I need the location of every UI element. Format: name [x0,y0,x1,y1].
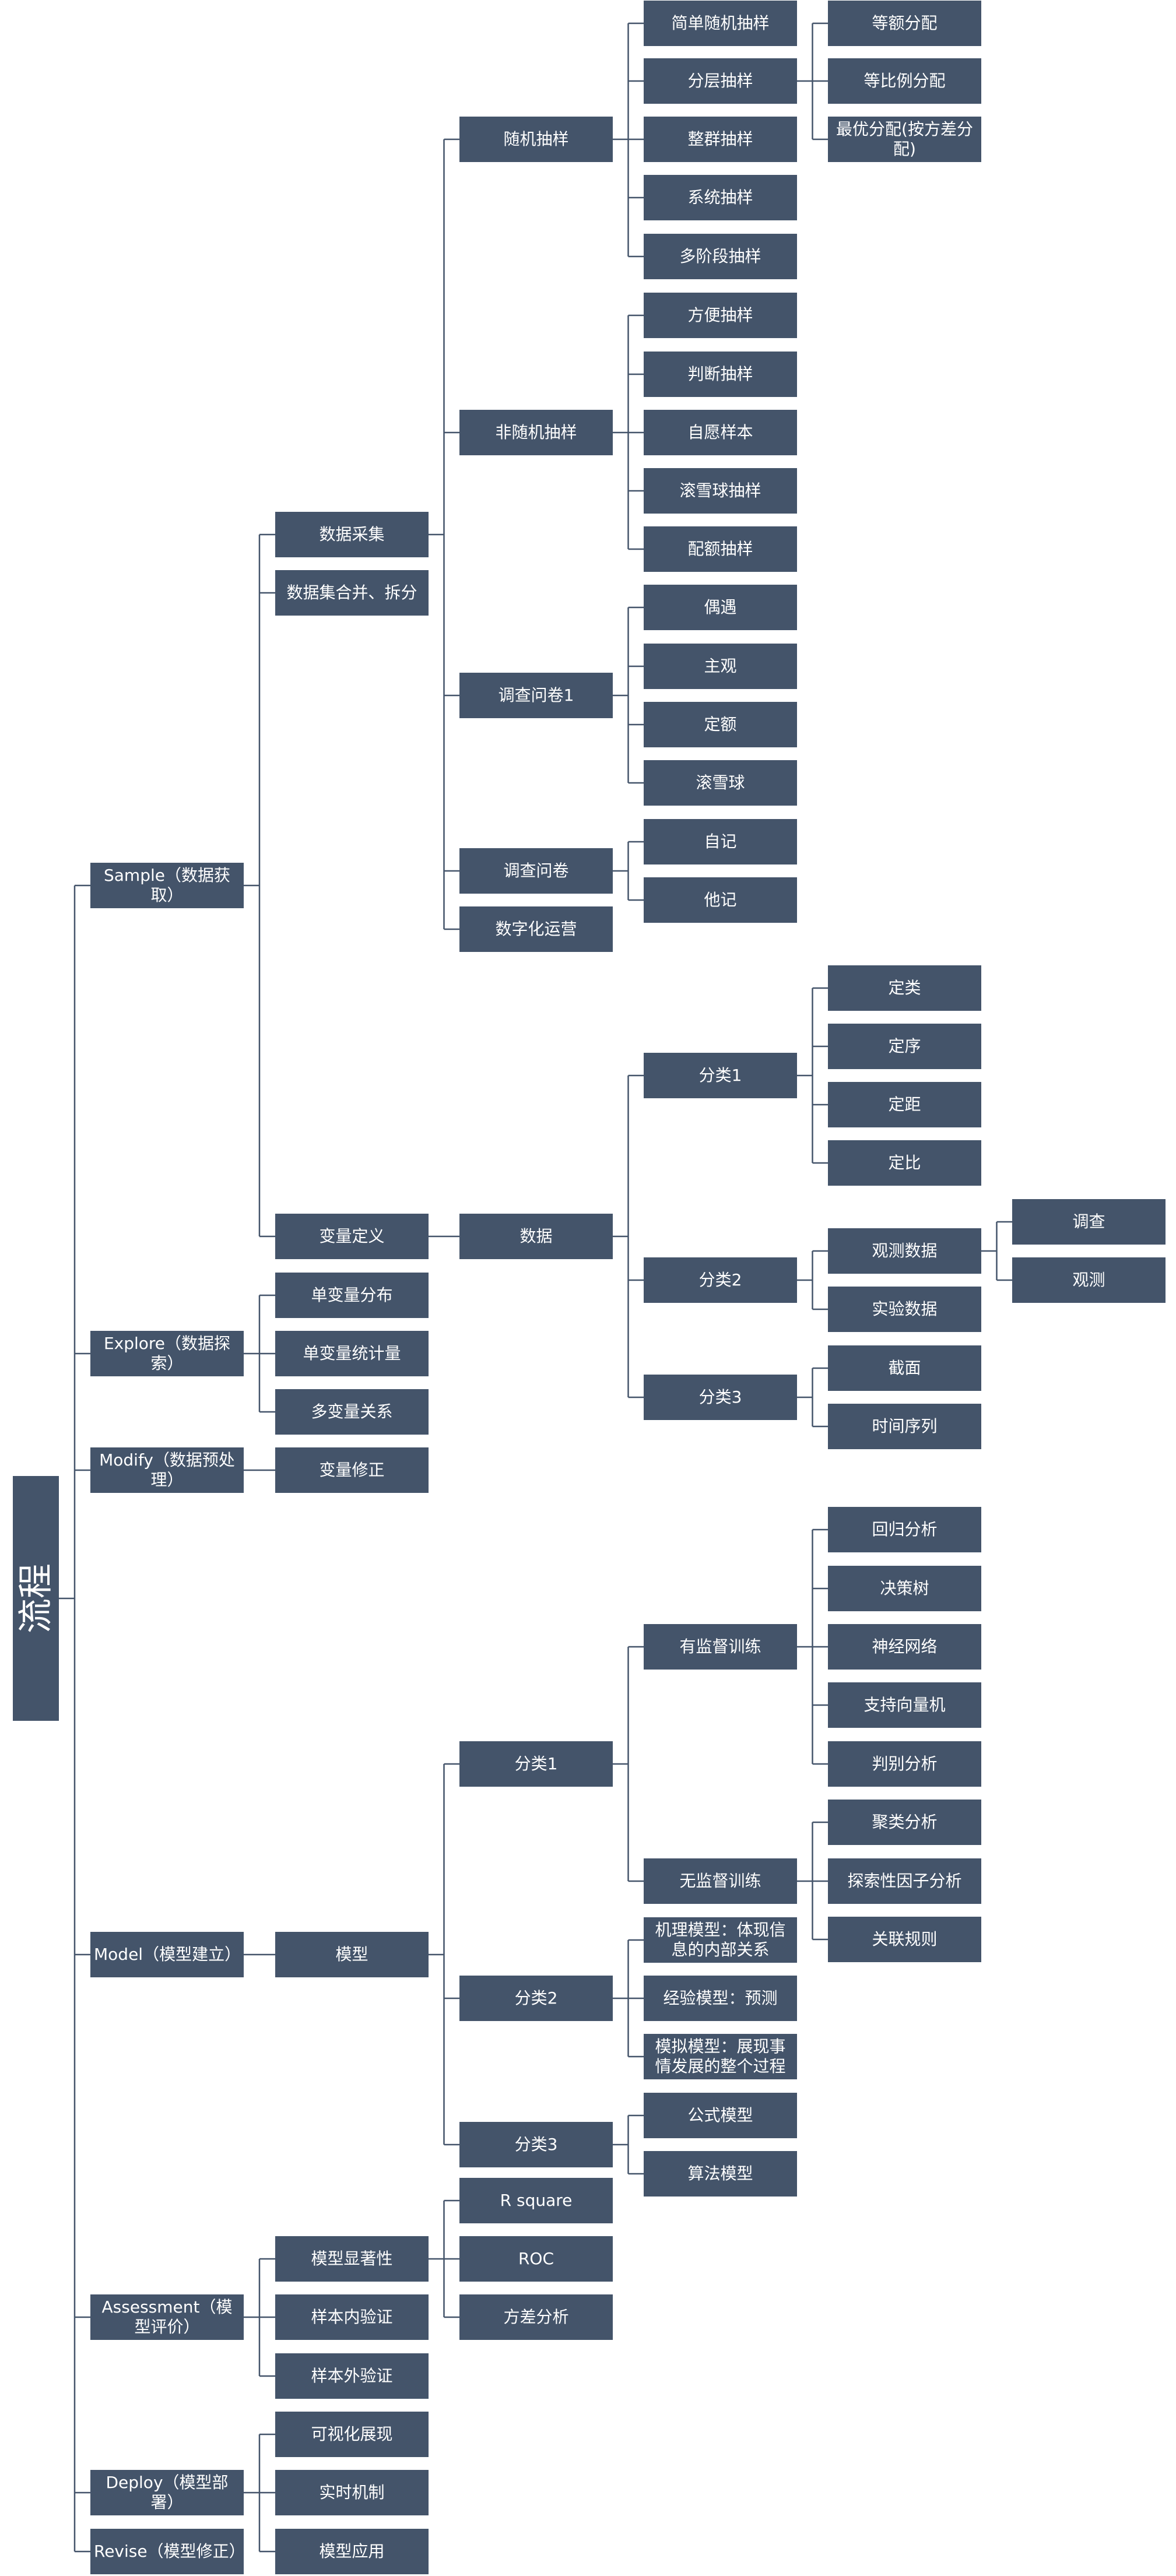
node-data-merge-split: 数据集合并、拆分 [275,570,429,616]
node-model-build: 模型 [275,1932,429,1977]
node-decision-tree: 决策树 [828,1566,981,1611]
node-univariate-statistics: 单变量统计量 [275,1331,429,1376]
node-cluster: 整群抽样 [644,117,797,162]
node-nominal: 定类 [828,965,981,1011]
node-variable-fix: 变量修正 [275,1447,429,1493]
node-observational-data: 观测数据 [828,1228,981,1274]
node-convenience: 方便抽样 [644,293,797,338]
node-quota-sampling: 配额抽样 [644,526,797,572]
node-simple-random: 简单随机抽样 [644,1,797,46]
node-discriminant: 判别分析 [828,1741,981,1787]
node-interval: 定距 [828,1082,981,1127]
node-anova: 方差分析 [459,2294,613,2340]
node-nonrandom-sampling: 非随机抽样 [459,410,613,455]
node-realtime: 实时机制 [275,2470,429,2515]
node-multistage: 多阶段抽样 [644,234,797,279]
node-regression: 回归分析 [828,1507,981,1552]
node-snowball: 滚雪球 [644,760,797,806]
node-ordinal: 定序 [828,1024,981,1069]
node-visualization: 可视化展现 [275,2412,429,2457]
node-formula-model: 公式模型 [644,2093,797,2138]
node-model-class2: 分类2 [459,1976,613,2021]
node-data-collection: 数据采集 [275,512,429,557]
node-judgment: 判断抽样 [644,352,797,397]
node-variable-definition: 变量定义 [275,1214,429,1259]
node-subjective: 主观 [644,644,797,689]
node-survey1: 调查问卷1 [459,673,613,718]
node-observation: 观测 [1012,1257,1166,1303]
node-assessment: Assessment（模型评价） [90,2294,244,2340]
node-efa: 探索性因子分析 [828,1858,981,1904]
node-data: 数据 [459,1214,613,1259]
node-other-report: 他记 [644,877,797,923]
node-ratio: 定比 [828,1140,981,1186]
node-modify: Modify（数据预处理） [90,1447,244,1493]
node-self-report: 自记 [644,819,797,864]
node-equal-allocation: 等额分配 [828,1,981,46]
node-voluntary: 自愿样本 [644,410,797,455]
node-association-rules: 关联规则 [828,1917,981,1962]
root-label: 流程 [15,1563,57,1633]
node-r-square: R square [459,2178,613,2223]
node-neural-net: 神经网络 [828,1624,981,1670]
node-supervised: 有监督训练 [644,1624,797,1670]
node-out-sample-validation: 样本外验证 [275,2353,429,2399]
node-time-series: 时间序列 [828,1404,981,1449]
node-algorithm-model: 算法模型 [644,2151,797,2197]
node-optimal-allocation: 最优分配(按方差分配) [828,117,981,162]
node-random-sampling: 随机抽样 [459,117,613,162]
node-experimental-data: 实验数据 [828,1287,981,1332]
node-explore: Explore（数据探索） [90,1331,244,1376]
node-digital-ops: 数字化运营 [459,906,613,952]
node-unsupervised: 无监督训练 [644,1858,797,1904]
node-model-class1: 分类1 [459,1741,613,1787]
node-univariate-distribution: 单变量分布 [275,1273,429,1318]
node-model-class3: 分类3 [459,2122,613,2167]
node-sample: Sample（数据获取） [90,863,244,908]
node-clustering: 聚类分析 [828,1800,981,1845]
node-survey-data: 调查 [1012,1199,1166,1245]
node-survey: 调查问卷 [459,848,613,894]
node-model-application: 模型应用 [275,2529,429,2574]
root-node-process: 流程 [13,1476,59,1721]
node-multivariate-relation: 多变量关系 [275,1389,429,1435]
node-encounter: 偶遇 [644,585,797,630]
node-empirical-model: 经验模型：预测 [644,1976,797,2021]
node-proportional-allocation: 等比例分配 [828,58,981,104]
node-data-class1: 分类1 [644,1053,797,1098]
node-in-sample-validation: 样本内验证 [275,2294,429,2340]
node-revise: Revise（模型修正） [90,2529,245,2574]
node-mechanism-model: 机理模型：体现信息的内部关系 [644,1917,797,1963]
node-quota: 定额 [644,702,797,747]
node-stratified: 分层抽样 [644,58,797,104]
node-data-class2: 分类2 [644,1257,797,1303]
node-svm: 支持向量机 [828,1682,981,1728]
node-cross-section: 截面 [828,1345,981,1391]
node-deploy: Deploy（模型部署） [90,2470,244,2515]
node-data-class3: 分类3 [644,1375,797,1420]
node-roc: ROC [459,2236,613,2282]
node-simulation-model: 模拟模型：展现事情发展的整个过程 [644,2034,797,2079]
node-model-significance: 模型显著性 [275,2236,429,2282]
node-systematic: 系统抽样 [644,175,797,220]
node-snowball-sampling: 滚雪球抽样 [644,468,797,514]
node-model: Model（模型建立） [90,1932,244,1977]
